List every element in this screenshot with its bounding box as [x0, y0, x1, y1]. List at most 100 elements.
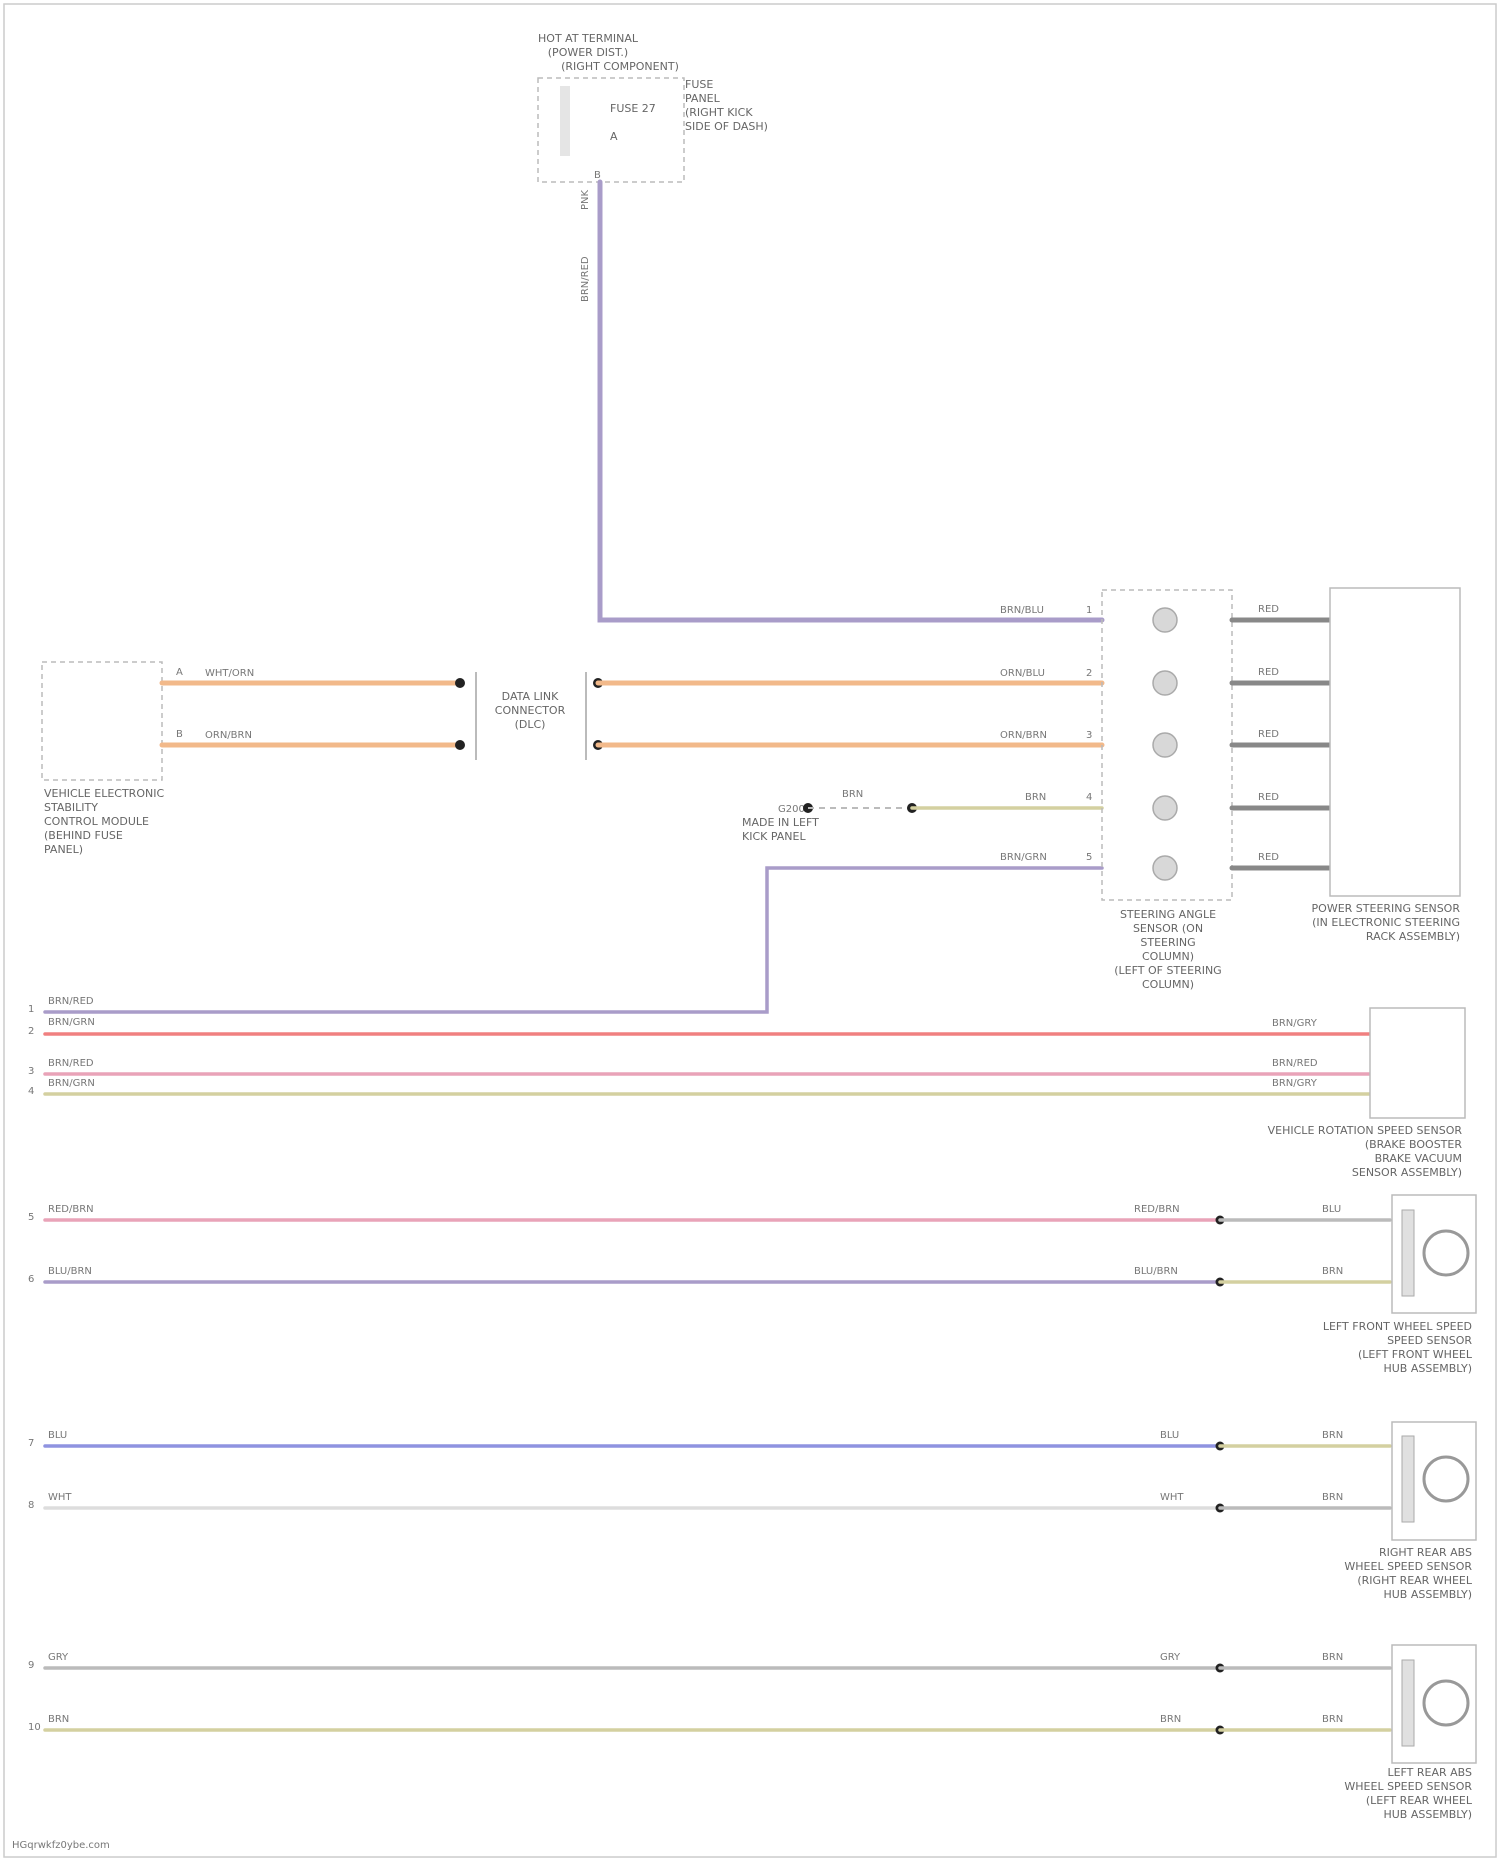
fuse-block	[560, 86, 570, 156]
wheel3-sensor-bracket	[1402, 1660, 1414, 1746]
steering-pin-4: 4	[1086, 792, 1092, 803]
row-pin-3: 3	[28, 1066, 34, 1077]
wheel1-sensor-bracket	[1402, 1210, 1414, 1296]
can-low-right-label: ORN/BRN	[1000, 730, 1047, 741]
fuse-panel-label-1: FUSE	[685, 78, 713, 91]
wheel3-right-label-2: BRN	[1160, 1714, 1181, 1725]
can-low-left-label: ORN/BRN	[205, 730, 252, 741]
steering-label-3: STEERING	[1140, 936, 1195, 949]
data-link-connector: DATA LINK CONNECTOR (DLC)	[476, 672, 586, 760]
yaw-label-1: VEHICLE ROTATION SPEED SENSOR	[1268, 1124, 1463, 1137]
ps-label-5: RED	[1258, 852, 1279, 863]
ground-right-label: BRN	[1025, 792, 1046, 803]
connector-terminal	[1153, 856, 1177, 880]
hot-terminal-title-1: HOT AT TERMINAL	[538, 32, 639, 45]
wheel1-out-label-2: BRN	[1322, 1266, 1343, 1277]
wheel1-right-label-2: BLU/BRN	[1134, 1266, 1178, 1277]
stability-pin-b: B	[176, 729, 183, 740]
wheel3-left-label-1: GRY	[48, 1652, 69, 1663]
wheel2-label-1: RIGHT REAR ABS	[1379, 1546, 1472, 1559]
page-border	[4, 4, 1496, 1857]
power-steering-sensor: POWER STEERING SENSOR (IN ELECTRONIC STE…	[1312, 588, 1461, 943]
wheel2-left-label-1: BLU	[48, 1430, 67, 1441]
yaw-in-label-4: BRN/GRN	[48, 1078, 95, 1089]
yaw-sensor-box	[1370, 1008, 1465, 1118]
wheel2-sensor-bracket	[1402, 1436, 1414, 1522]
row-pin-9: 9	[28, 1660, 34, 1671]
wheel3-label-3: (LEFT REAR WHEEL	[1366, 1794, 1473, 1807]
connector-terminal	[1153, 671, 1177, 695]
wheel1-left-label-2: BLU/BRN	[48, 1266, 92, 1277]
hot-terminal-title-2: (POWER DIST.)	[548, 46, 628, 59]
hot-terminal-component: HOT AT TERMINAL (POWER DIST.) (RIGHT COM…	[538, 32, 768, 182]
wheel2-out-label-1: BRN	[1322, 1430, 1343, 1441]
wheel1-label-4: HUB ASSEMBLY)	[1383, 1362, 1472, 1375]
can-high-right-label: ORN/BLU	[1000, 668, 1045, 679]
steering-label-6: COLUMN)	[1142, 978, 1194, 991]
stability-pin-a: A	[176, 667, 183, 678]
row-pin-2: 2	[28, 1026, 34, 1037]
wheel1-out-label-1: BLU	[1322, 1204, 1341, 1215]
steering-label-1: STEERING ANGLE	[1120, 908, 1216, 921]
wheel3-left-label-2: BRN	[48, 1714, 69, 1725]
sensor5-label: BRN/GRN	[1000, 852, 1047, 863]
wheel3-sensor-coil	[1424, 1681, 1468, 1725]
row-pin-1: 1	[28, 1004, 34, 1015]
stability-module: A B VEHICLE ELECTRONIC STABILITY CONTROL…	[42, 662, 183, 856]
yaw-label-3: BRAKE VACUUM	[1375, 1152, 1462, 1165]
wheel3-label-2: WHEEL SPEED SENSOR	[1344, 1780, 1472, 1793]
wheel2-label-3: (RIGHT REAR WHEEL	[1357, 1574, 1472, 1587]
yaw-label-2: (BRAKE BOOSTER	[1365, 1138, 1463, 1151]
can-high-left-label: WHT/ORN	[205, 668, 254, 679]
wheel2-out-label-2: BRN	[1322, 1492, 1343, 1503]
wheel3-label-4: HUB ASSEMBLY)	[1383, 1808, 1472, 1821]
splice-node	[455, 740, 465, 750]
yaw-label-4: SENSOR ASSEMBLY)	[1352, 1166, 1462, 1179]
steering-label-5: (LEFT OF STEERING	[1114, 964, 1221, 977]
wheel-speed-sensor-1: LEFT FRONT WHEEL SPEED SPEED SENSOR (LEF…	[1323, 1195, 1476, 1375]
stability-label-1: VEHICLE ELECTRONIC	[44, 787, 164, 800]
row-pin-5: 5	[28, 1212, 34, 1223]
steering-pin-5: 5	[1086, 852, 1092, 863]
ground-left-label: BRN	[842, 789, 863, 800]
yaw-in-label-3: BRN/RED	[48, 1058, 94, 1069]
fuse-pin-1: FUSE 27	[610, 102, 656, 115]
ps-label-1: RED	[1258, 604, 1279, 615]
steering-label-4: COLUMN)	[1142, 950, 1194, 963]
power-steering-label-1: POWER STEERING SENSOR	[1312, 902, 1461, 915]
wheel1-left-label-1: RED/BRN	[48, 1204, 94, 1215]
feed-label-3: BRN/BLU	[1000, 605, 1044, 616]
data-connector-label-1: DATA LINK	[502, 690, 559, 703]
stability-module-outline	[42, 662, 162, 780]
feed-label-1: PNK	[580, 189, 591, 210]
wheel2-label-2: WHEEL SPEED SENSOR	[1344, 1560, 1472, 1573]
wheel3-out-label-2: BRN	[1322, 1714, 1343, 1725]
data-connector-label-2: CONNECTOR	[495, 704, 566, 717]
ps-label-4: RED	[1258, 792, 1279, 803]
connector-terminal	[1153, 733, 1177, 757]
ps-label-2: RED	[1258, 667, 1279, 678]
ground-node-label: G200	[778, 804, 805, 815]
wheel2-left-label-2: WHT	[48, 1492, 72, 1503]
yaw-in-label-2: BRN/GRN	[48, 1017, 95, 1028]
stability-label-5: PANEL)	[44, 843, 83, 856]
power-steering-label-3: RACK ASSEMBLY)	[1366, 930, 1460, 943]
row-pin-8: 8	[28, 1500, 34, 1511]
data-connector-label-3: (DLC)	[515, 718, 546, 731]
stability-label-2: STABILITY	[44, 801, 98, 814]
wheel2-label-4: HUB ASSEMBLY)	[1383, 1588, 1472, 1601]
power-steering-box	[1330, 588, 1460, 896]
splice-node	[455, 678, 465, 688]
feed-label-2: BRN/RED	[580, 256, 591, 302]
power-steering-label-2: (IN ELECTRONIC STEERING	[1312, 916, 1460, 929]
row-pin-4: 4	[28, 1086, 34, 1097]
hot-terminal-title-3: (RIGHT COMPONENT)	[561, 60, 679, 73]
wheel1-label-3: (LEFT FRONT WHEEL	[1358, 1348, 1473, 1361]
wheel3-out-label-1: BRN	[1322, 1652, 1343, 1663]
wheel2-right-label-2: WHT	[1160, 1492, 1184, 1503]
ps-label-3: RED	[1258, 729, 1279, 740]
steering-pin-1: 1	[1086, 605, 1092, 616]
stability-label-4: (BEHIND FUSE	[44, 829, 123, 842]
